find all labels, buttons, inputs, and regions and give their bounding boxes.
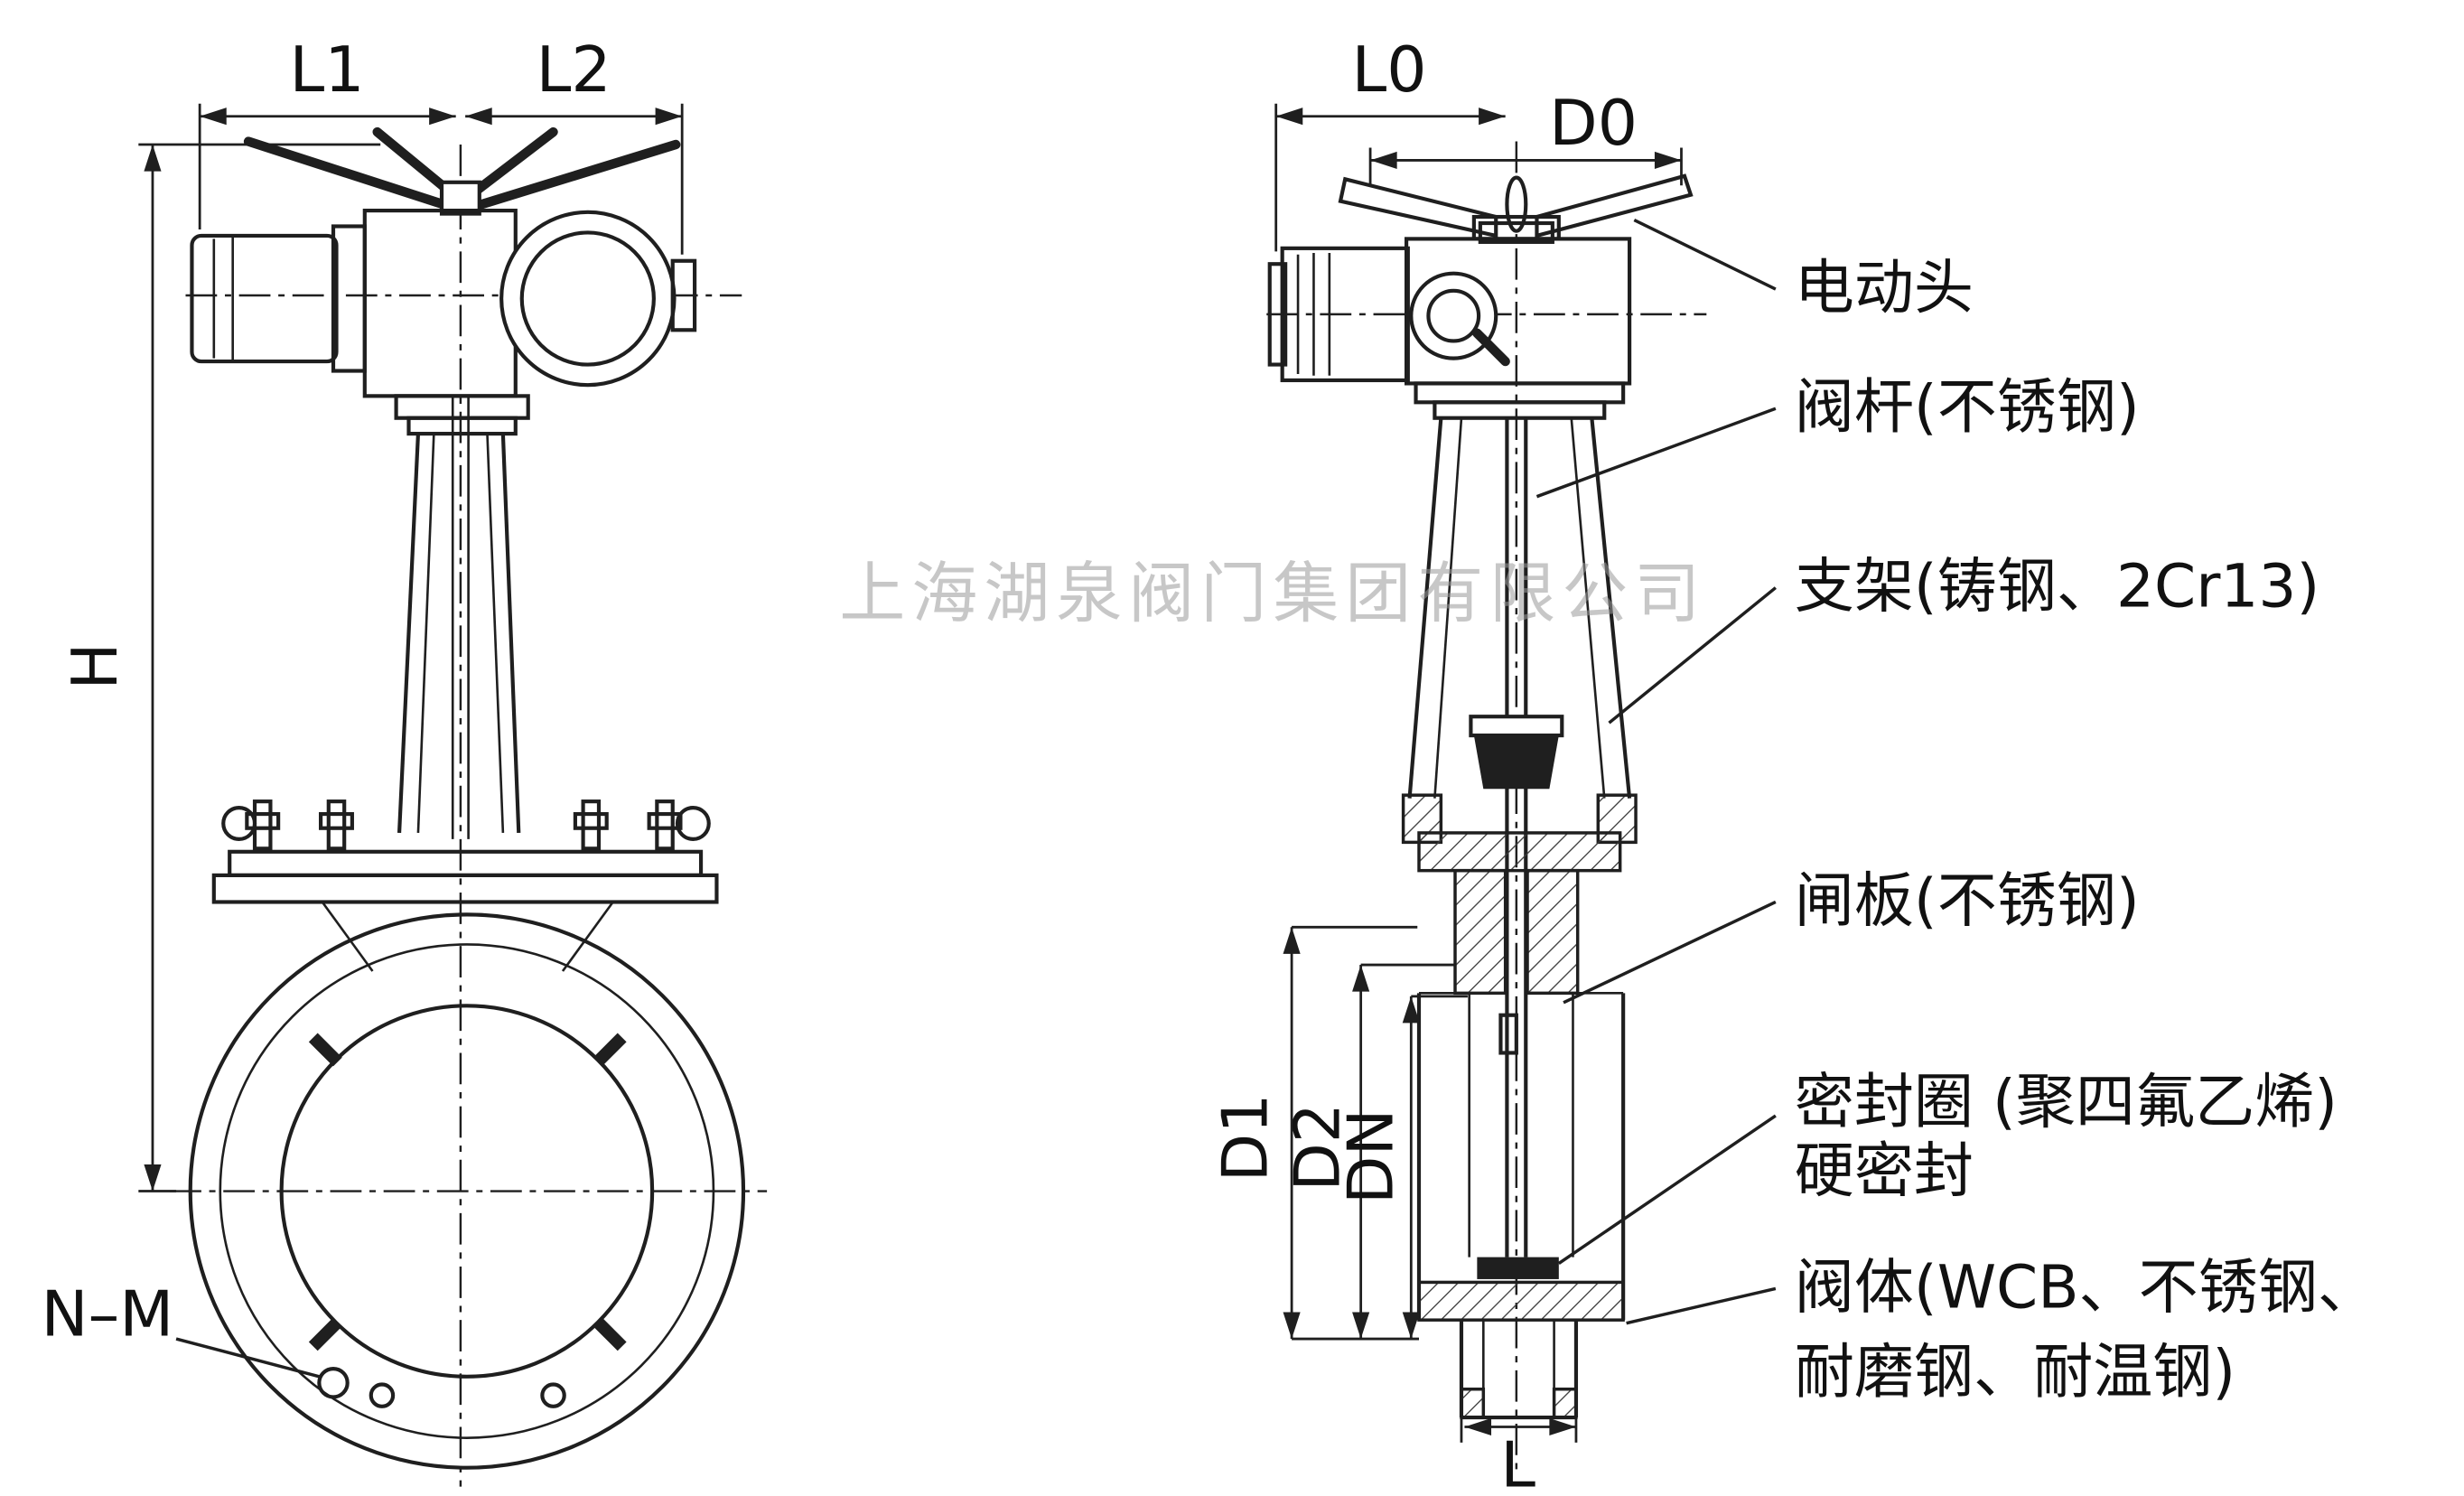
callout-seal-line1: 密封圈 (聚四氟乙烯): [1795, 1067, 2338, 1136]
packing-seal: [1473, 735, 1559, 790]
front-actuator: [190, 126, 697, 436]
dim-label-d0: D0: [1549, 87, 1638, 160]
callout-gate: 闸板(不锈钢): [1795, 865, 2140, 935]
stuffing-box-right: [1526, 868, 1580, 996]
gearbox-housing: [362, 209, 518, 398]
stuffing-box-left: [1453, 868, 1507, 996]
front-dimensions: L1 L2 H N–M: [41, 33, 684, 1379]
front-body-circles: [188, 912, 746, 1470]
side-dimensions: L0 D0 D1 D2 DN: [1209, 33, 1683, 1496]
motor-housing: [190, 224, 367, 373]
dim-label-d1: D1: [1209, 1093, 1282, 1182]
bottom-outlet: [1459, 1320, 1579, 1420]
front-centerlines: [170, 145, 768, 1487]
side-yoke: [1401, 417, 1638, 845]
flange-studs: [221, 799, 711, 851]
callout-body-line2: 耐磨钢、耐温钢): [1795, 1337, 2235, 1407]
dim-label-dn: DN: [1334, 1108, 1407, 1204]
handwheel-front: [499, 210, 697, 388]
fork-handle-left: [1338, 176, 1498, 238]
nm-bolt-hole-icon: [317, 1367, 350, 1399]
dim-label-nm: N–M: [41, 1278, 173, 1351]
watermark-text: 上海湖泉阀门集团有限公司: [839, 556, 1706, 632]
bottom-flange-band: [1417, 1280, 1625, 1322]
callout-stem: 阀杆(不锈钢): [1795, 372, 2140, 442]
dim-label-h: H: [59, 642, 132, 689]
bonnet-plate: [1417, 831, 1622, 873]
dim-label-l2: L2: [537, 33, 611, 107]
front-top-flange: [211, 799, 719, 972]
seat-ring: [1477, 1257, 1559, 1279]
callout-bracket: 支架(铸钢、2Cr13): [1795, 551, 2320, 621]
motor-side: [1267, 246, 1410, 383]
callouts: 电动头 阀杆(不锈钢) 支架(铸钢、2Cr13) 闸板(不锈钢) 密封圈 (聚四…: [1535, 218, 2377, 1407]
gland-flange: [1469, 715, 1564, 738]
front-view: L1 L2 H N–M: [41, 33, 768, 1487]
callout-body-line1: 阀体(WCB、不锈钢、: [1795, 1252, 2377, 1322]
dim-label-l: L: [1500, 1429, 1535, 1496]
bolt-hole-icon: [369, 1382, 396, 1408]
gate-nut: [1498, 1013, 1518, 1055]
dim-label-d2: D2: [1281, 1103, 1354, 1192]
bolt-hole-icon: [540, 1382, 566, 1408]
side-view: L0 D0 D1 D2 DN: [1209, 33, 1707, 1496]
fork-hub: [439, 180, 481, 216]
dim-label-l1: L1: [290, 33, 365, 107]
dim-label-l0: L0: [1351, 33, 1426, 107]
callout-actuator: 电动头: [1795, 253, 1974, 323]
gate-guide-ticks: [308, 1033, 627, 1351]
fork-handle-right: [1535, 173, 1694, 238]
actuator-base-plates: [394, 394, 530, 436]
front-yoke-stem: [397, 396, 521, 839]
side-body: [1416, 831, 1626, 1420]
side-actuator: [1267, 173, 1694, 420]
callout-seal-line2: 硬密封: [1795, 1136, 1974, 1206]
